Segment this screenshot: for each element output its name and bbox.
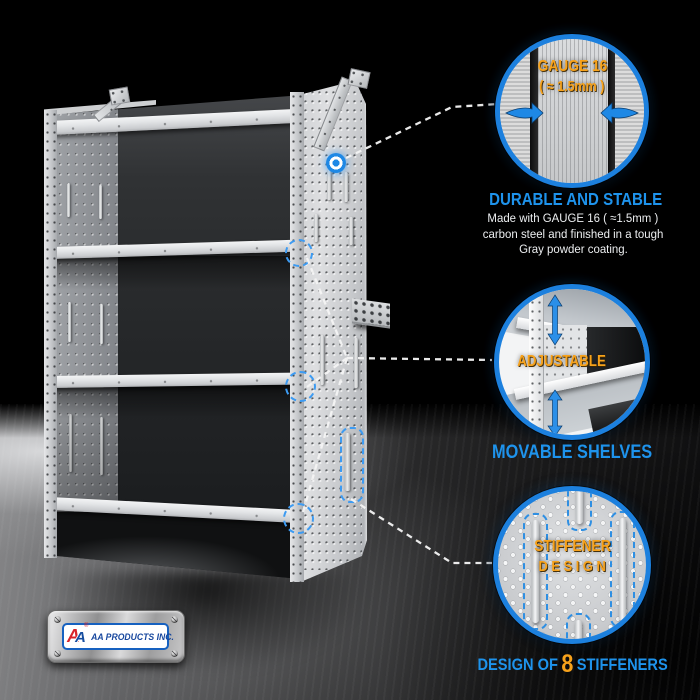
gauge-body-line1: Made with GAUGE 16 ( ≈1.5mm ) xyxy=(487,211,659,225)
stiffener-slot xyxy=(344,172,348,202)
stiffener-slot xyxy=(354,338,358,388)
screw-icon xyxy=(171,616,178,623)
stiffener-rib xyxy=(619,518,626,621)
up-down-arrow-icon xyxy=(547,294,563,346)
arrow-right-icon xyxy=(505,102,544,124)
hotspot-dot-icon xyxy=(326,153,346,173)
gauge-heading-text: DURABLE AND STABLE xyxy=(489,189,663,209)
aa-logo-mark-icon: A A ® xyxy=(67,623,89,647)
adjustable-badge: ADJUSTABLE xyxy=(517,353,607,370)
stiffener-slot xyxy=(68,302,71,342)
stiffener-slot xyxy=(69,414,72,472)
front-left-post xyxy=(44,110,57,558)
stiffener-heading-suffix: STIFFENERS xyxy=(577,655,669,674)
stiffener-rib-marker xyxy=(567,491,592,531)
stiffener-slot xyxy=(99,185,102,219)
stiffener-rib xyxy=(575,620,582,639)
screw-icon xyxy=(54,650,61,657)
arrow-left-icon xyxy=(600,102,639,124)
registered-trademark-icon: ® xyxy=(84,623,89,629)
stiffener-slot xyxy=(327,170,331,200)
stiffener-badge-line1: STIFFENER xyxy=(533,538,611,555)
screw-icon xyxy=(171,650,178,657)
stiffener-rib-marker xyxy=(566,613,591,639)
brand-logo: A A ® AA PRODUCTS INC. xyxy=(62,623,174,650)
brand-name: AA PRODUCTS INC. xyxy=(91,631,174,642)
gauge-body-line2: carbon steel and finished in a tough xyxy=(482,226,664,241)
stiffener-heading-number: 8 xyxy=(561,650,574,678)
stiffener-rib-marker xyxy=(610,511,635,628)
gauge-badge-line2: ( ≈ 1.5mm ) xyxy=(539,79,605,95)
adjustable-heading-text: MOVABLE SHELVES xyxy=(492,442,653,463)
stiffener-slot xyxy=(320,335,324,385)
gauge-callout-circle: GAUGE 16 ( ≈ 1.5mm ) xyxy=(495,34,649,188)
front-right-post xyxy=(290,92,304,582)
adjustable-heading: MOVABLE SHELVES xyxy=(475,442,670,464)
dashed-circle-marker xyxy=(285,371,316,402)
stiffener-slot xyxy=(314,214,318,242)
stiffener-rib xyxy=(532,520,539,623)
shelf-shadow xyxy=(57,256,290,290)
dashed-circle-marker xyxy=(283,503,314,534)
shelf-shadow xyxy=(57,385,290,419)
stiffener-slot xyxy=(67,183,70,217)
brand-plate: A A ® AA PRODUCTS INC. xyxy=(47,610,185,663)
stiffener-callout-circle: STIFFENER D E S I G N xyxy=(493,486,651,644)
stiffener-slot xyxy=(100,417,103,475)
logo-letter-red: A xyxy=(67,626,80,646)
gauge-heading: DURABLE AND STABLE xyxy=(475,189,670,210)
dashed-circle-marker xyxy=(285,239,313,267)
left-side-panel-interior xyxy=(57,100,118,560)
gauge-description: Made with GAUGE 16 ( ≈1.5mm ) carbon ste… xyxy=(466,211,680,258)
stiffener-rib xyxy=(345,433,350,491)
logo-letter-blue: A xyxy=(75,629,86,646)
stiffener-rib-marker xyxy=(523,513,548,630)
steel-sheet-edge xyxy=(538,39,608,183)
stiffener-heading-prefix: DESIGN OF xyxy=(477,655,559,674)
up-down-arrow-icon xyxy=(547,389,563,435)
stiffener-slot xyxy=(100,304,103,344)
adjustable-callout-circle: ADJUSTABLE xyxy=(494,284,650,440)
upright-post xyxy=(529,289,544,435)
stiffener-outline-marker xyxy=(340,427,364,503)
gauge-badge-line1: GAUGE 16 xyxy=(537,58,607,75)
stiffener-rib xyxy=(576,491,583,524)
panel-edge-highlight xyxy=(364,82,367,581)
gauge-body-line3: Gray powder coating. xyxy=(518,242,628,256)
screw-icon xyxy=(54,616,61,623)
stiffener-badge-line2: D E S I G N xyxy=(538,558,606,575)
stiffener-slot xyxy=(349,217,353,245)
